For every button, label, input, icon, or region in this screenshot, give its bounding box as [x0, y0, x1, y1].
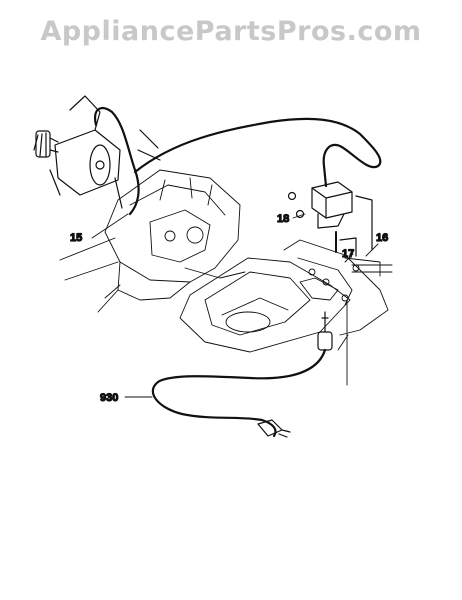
watermark-logo: AppliancePartsPros.com — [40, 16, 422, 47]
power-plug — [257, 419, 291, 438]
callout-18: 18 — [277, 213, 289, 225]
leader-lines — [91, 213, 379, 398]
relay-box — [287, 181, 373, 257]
connector — [317, 311, 333, 351]
callout-17: 17 — [342, 248, 354, 260]
drive-motor — [33, 95, 161, 209]
harness-cable — [94, 107, 382, 216]
power-cord — [151, 348, 327, 438]
callout-930: 930 — [100, 392, 118, 404]
callout-16: 16 — [376, 232, 388, 244]
callout-15: 15 — [70, 232, 82, 244]
mounting-plate — [179, 239, 393, 386]
engine-assembly — [59, 169, 246, 313]
